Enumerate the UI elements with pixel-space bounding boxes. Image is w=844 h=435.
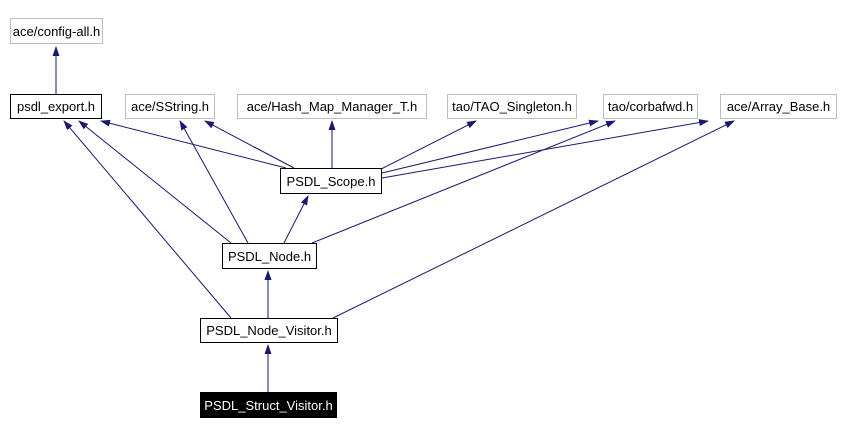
graph-node-ace-sstring-h: ace/SString.h bbox=[125, 94, 215, 119]
graph-node-ace-array-base-h: ace/Array_Base.h bbox=[720, 94, 837, 119]
graph-node-tao-tao-singleton-h: tao/TAO_Singleton.h bbox=[447, 94, 577, 119]
edge-scope-to-corbafwd bbox=[381, 119, 599, 174]
edge-node_visitor-to-psdl_export bbox=[63, 120, 232, 319]
graph-node-psdl-scope-h[interactable]: PSDL_Scope.h bbox=[280, 168, 382, 194]
edge-node-to-psdl_export bbox=[78, 120, 232, 244]
graph-node-psdl-node-visitor-h[interactable]: PSDL_Node_Visitor.h bbox=[200, 318, 338, 343]
edge-node-to-corbafwd bbox=[311, 120, 616, 244]
graph-node-ace-config-all-h: ace/config-all.h bbox=[10, 18, 103, 44]
edge-scope-to-tao_singleton bbox=[380, 120, 477, 170]
graph-node-psdl-struct-visitor-h-current: PSDL_Struct_Visitor.h bbox=[200, 392, 337, 418]
edge-scope-to-sstring bbox=[204, 120, 295, 169]
edge-scope-to-psdl_export bbox=[100, 119, 287, 169]
edge-node_visitor-to-array_base bbox=[332, 120, 735, 319]
graph-node-tao-corbafwd-h: tao/corbafwd.h bbox=[603, 94, 698, 119]
graph-node-psdl-export-h[interactable]: psdl_export.h bbox=[10, 94, 102, 119]
edge-scope-to-array_base bbox=[381, 119, 709, 179]
graph-node-psdl-node-h[interactable]: PSDL_Node.h bbox=[222, 243, 317, 269]
graph-node-ace-hash-map-manager-t-h: ace/Hash_Map_Manager_T.h bbox=[237, 94, 427, 119]
edge-node-to-scope bbox=[283, 195, 309, 244]
edge-node-to-sstring bbox=[179, 120, 249, 244]
